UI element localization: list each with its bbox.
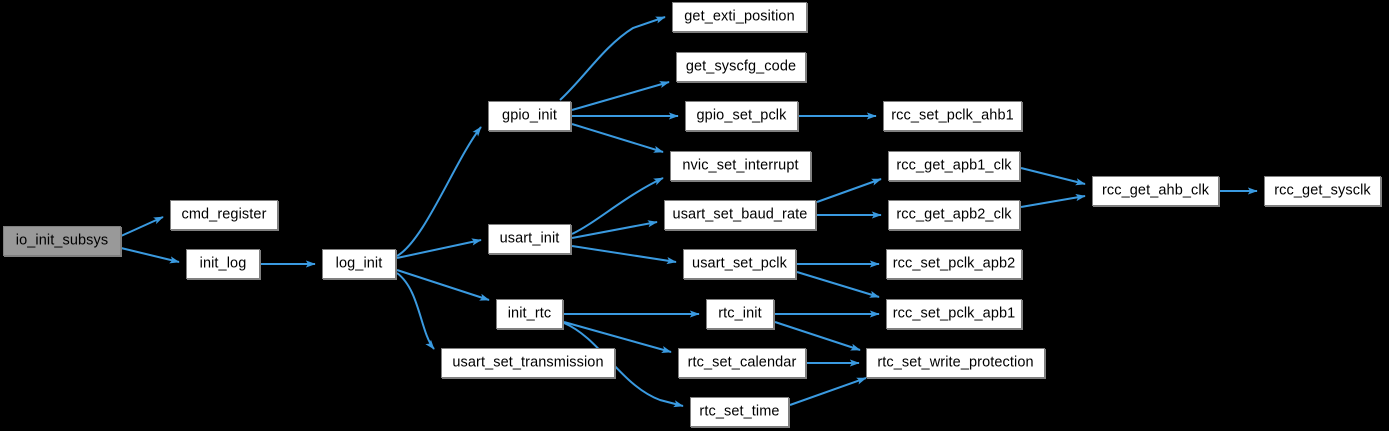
graph-edge-log_init-to-usart_set_transmission [396, 272, 435, 350]
graph-node-label: usart_set_pclk [692, 255, 787, 272]
graph-node-rcc_get_apb2_clk[interactable]: rcc_get_apb2_clk [888, 200, 1020, 230]
graph-node-rtc_set_write_protection[interactable]: rtc_set_write_protection [866, 348, 1045, 378]
graph-node-label: rtc_init [718, 305, 762, 322]
graph-node-label: rtc_set_time [699, 403, 780, 420]
graph-edge-rcc_get_apb2_clk-to-rcc_get_ahb_clk [1020, 194, 1086, 208]
graph-node-log_init[interactable]: log_init [322, 249, 396, 279]
graph-node-rcc_get_apb1_clk[interactable]: rcc_get_apb1_clk [888, 151, 1020, 181]
graph-node-label: usart_set_baud_rate [672, 206, 808, 223]
graph-node-label: init_rtc [507, 305, 552, 322]
graph-node-label: nvic_set_interrupt [682, 157, 799, 174]
graph-node-gpio_set_pclk[interactable]: gpio_set_pclk [685, 101, 798, 131]
graph-node-rcc_set_pclk_apb2[interactable]: rcc_set_pclk_apb2 [886, 249, 1022, 279]
graph-node-usart_set_pclk[interactable]: usart_set_pclk [683, 249, 796, 279]
graph-edge-usart_init-to-usart_set_baud_rate [571, 220, 658, 239]
graph-node-label: usart_set_transmission [452, 354, 604, 371]
graph-node-label: io_init_subsys [15, 232, 109, 249]
graph-node-usart_set_transmission[interactable]: usart_set_transmission [441, 348, 615, 378]
graph-node-label: rcc_get_ahb_clk [1101, 182, 1210, 199]
graph-node-label: rcc_set_pclk_apb1 [892, 305, 1016, 322]
graph-node-rtc_init[interactable]: rtc_init [706, 299, 774, 329]
graph-node-rcc_set_pclk_apb1[interactable]: rcc_set_pclk_apb1 [886, 299, 1022, 329]
graph-edge-gpio_init-to-get_exti_position [559, 16, 666, 101]
graph-edge-gpio_init-to-get_syscfg_code [571, 81, 670, 111]
graph-edge-usart_set_pclk-to-rcc_set_pclk_apb1 [796, 271, 880, 298]
graph-node-label: rcc_set_pclk_apb2 [892, 255, 1016, 272]
graph-node-rcc_get_sysclk[interactable]: rcc_get_sysclk [1264, 176, 1381, 206]
graph-node-label: gpio_set_pclk [696, 107, 787, 124]
graph-edge-log_init-to-usart_init [396, 238, 482, 259]
graph-node-cmd_register[interactable]: cmd_register [170, 200, 278, 230]
graph-node-rtc_set_time[interactable]: rtc_set_time [690, 397, 789, 427]
graph-edge-io_init_subsys-to-init_log [120, 247, 180, 264]
graph-edge-log_init-to-gpio_init [396, 126, 482, 257]
graph-node-rcc_get_ahb_clk[interactable]: rcc_get_ahb_clk [1092, 176, 1219, 206]
graph-node-label: init_log [199, 255, 247, 272]
graph-node-label: get_syscfg_code [685, 58, 797, 75]
graph-node-label: rcc_get_sysclk [1274, 182, 1371, 199]
graph-edge-gpio_init-to-nvic_set_interrupt [571, 123, 664, 153]
graph-node-rcc_set_pclk_ahb1[interactable]: rcc_set_pclk_ahb1 [883, 101, 1022, 131]
graph-node-label: cmd_register [181, 206, 267, 223]
graph-node-io_init_subsys[interactable]: io_init_subsys [3, 226, 121, 256]
graph-edge-rtc_set_time-to-rtc_set_write_protection [789, 377, 867, 406]
graph-node-get_exti_position[interactable]: get_exti_position [672, 2, 807, 32]
graph-node-usart_init[interactable]: usart_init [488, 224, 571, 254]
graph-edge-usart_init-to-usart_set_pclk [571, 245, 677, 265]
graph-edge-usart_init-to-nvic_set_interrupt [571, 177, 664, 235]
graph-node-label: rtc_set_calendar [687, 354, 797, 371]
graph-node-label: gpio_init [502, 107, 557, 124]
graph-node-init_rtc[interactable]: init_rtc [496, 299, 563, 329]
graph-edge-rtc_init-to-rtc_set_write_protection [774, 321, 861, 351]
graph-node-usart_set_baud_rate[interactable]: usart_set_baud_rate [664, 200, 816, 230]
graph-node-label: rcc_set_pclk_ahb1 [891, 107, 1014, 124]
graph-node-nvic_set_interrupt[interactable]: nvic_set_interrupt [670, 151, 811, 181]
graph-edge-io_init_subsys-to-cmd_register [120, 216, 164, 237]
graph-node-gpio_init[interactable]: gpio_init [488, 101, 571, 131]
graph-node-label: rcc_get_apb1_clk [896, 157, 1012, 174]
graph-edge-rcc_get_apb1_clk-to-rcc_get_ahb_clk [1020, 167, 1086, 186]
graph-node-label: get_exti_position [684, 8, 795, 25]
graph-edge-log_init-to-init_rtc [396, 269, 490, 301]
graph-node-get_syscfg_code[interactable]: get_syscfg_code [676, 52, 806, 82]
graph-node-label: log_init [335, 255, 383, 272]
graph-edge-usart_set_baud_rate-to-rcc_get_apb1_clk [816, 178, 882, 203]
graph-node-label: usart_init [499, 230, 560, 247]
graph-node-label: rtc_set_write_protection [877, 354, 1034, 371]
graph-node-rtc_set_calendar[interactable]: rtc_set_calendar [678, 348, 806, 378]
graph-node-label: rcc_get_apb2_clk [896, 206, 1012, 223]
graph-node-init_log[interactable]: init_log [186, 249, 260, 279]
